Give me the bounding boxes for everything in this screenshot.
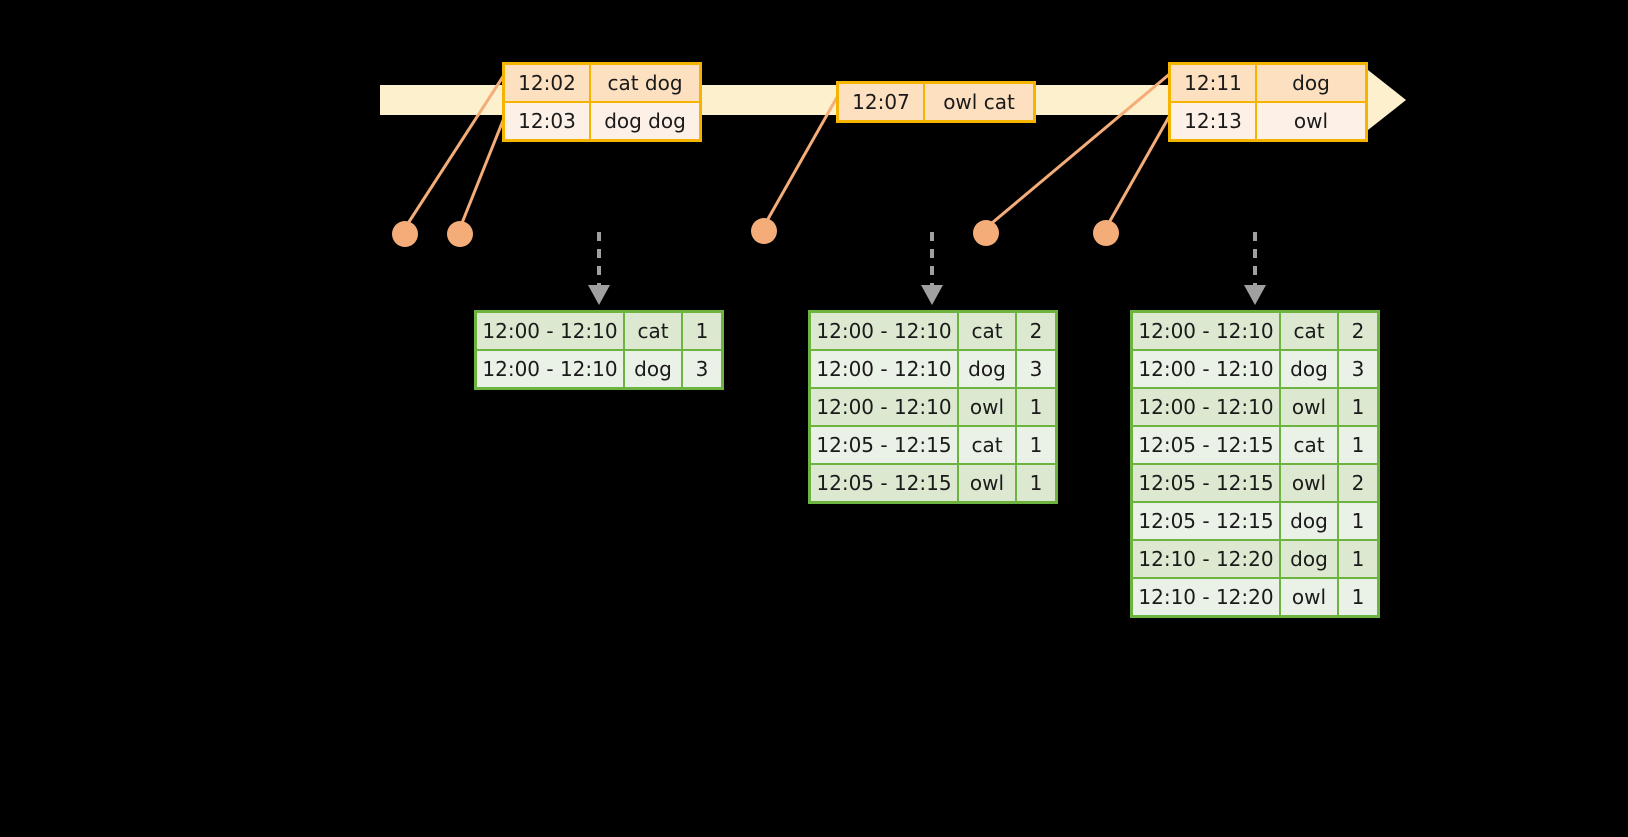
event-dot-4[interactable] — [973, 220, 999, 246]
result-key: owl — [959, 465, 1015, 501]
result-key: cat — [959, 313, 1015, 349]
result-count: 1 — [1339, 389, 1377, 425]
result-window: 12:00 - 12:10 — [477, 313, 623, 349]
result-key: owl — [1281, 465, 1337, 501]
result-key: dog — [625, 351, 681, 387]
event-row: 12:07 owl cat — [839, 84, 1033, 120]
event-value: cat dog — [591, 65, 699, 101]
event-value: dog — [1257, 65, 1365, 101]
result-count: 1 — [1017, 389, 1055, 425]
result-window: 12:05 - 12:15 — [811, 427, 957, 463]
event-group-3[interactable]: 12:11 dog 12:13 owl — [1168, 62, 1368, 142]
result-key: owl — [959, 389, 1015, 425]
timeline-arrowhead-icon — [1368, 70, 1406, 130]
result-count: 1 — [1339, 427, 1377, 463]
down-arrow-2-head-icon — [921, 285, 943, 305]
result-window: 12:10 - 12:20 — [1133, 541, 1279, 577]
event-value: owl cat — [925, 84, 1033, 120]
event-time: 12:07 — [839, 84, 923, 120]
connector-line-2 — [458, 107, 510, 229]
event-dot-3[interactable] — [751, 218, 777, 244]
event-dot-2[interactable] — [447, 221, 473, 247]
result-count: 2 — [1017, 313, 1055, 349]
result-count: 3 — [1339, 351, 1377, 387]
event-row: 12:11 dog — [1171, 65, 1365, 101]
result-window: 12:00 - 12:10 — [1133, 313, 1279, 349]
result-key: dog — [1281, 503, 1337, 539]
event-time: 12:03 — [505, 103, 589, 139]
result-window: 12:00 - 12:10 — [811, 313, 957, 349]
down-arrow-lines — [588, 232, 1266, 305]
result-window: 12:05 - 12:15 — [1133, 465, 1279, 501]
down-arrow-3-head-icon — [1244, 285, 1266, 305]
result-count: 3 — [683, 351, 721, 387]
event-group-2[interactable]: 12:07 owl cat — [836, 81, 1036, 123]
result-count: 1 — [1339, 579, 1377, 615]
event-row: 12:03 dog dog — [505, 103, 699, 139]
result-key: cat — [1281, 313, 1337, 349]
event-time: 12:02 — [505, 65, 589, 101]
result-key: cat — [959, 427, 1015, 463]
result-count: 1 — [1017, 427, 1055, 463]
result-window: 12:00 - 12:10 — [811, 389, 957, 425]
result-window: 12:05 - 12:15 — [811, 465, 957, 501]
result-key: cat — [1281, 427, 1337, 463]
event-group-1[interactable]: 12:02 cat dog 12:03 dog dog — [502, 62, 702, 142]
result-key: cat — [625, 313, 681, 349]
result-window: 12:00 - 12:10 — [1133, 389, 1279, 425]
event-time: 12:11 — [1171, 65, 1255, 101]
result-count: 2 — [1339, 313, 1377, 349]
result-key: dog — [1281, 351, 1337, 387]
event-row: 12:13 owl — [1171, 103, 1365, 139]
down-arrow-1-head-icon — [588, 285, 610, 305]
result-count: 3 — [1017, 351, 1055, 387]
event-time: 12:13 — [1171, 103, 1255, 139]
result-count: 2 — [1339, 465, 1377, 501]
result-key: dog — [959, 351, 1015, 387]
result-count: 1 — [683, 313, 721, 349]
result-window: 12:05 - 12:15 — [1133, 503, 1279, 539]
result-window: 12:10 - 12:20 — [1133, 579, 1279, 615]
result-count: 1 — [1339, 541, 1377, 577]
event-value: dog dog — [591, 103, 699, 139]
result-window: 12:00 - 12:10 — [1133, 351, 1279, 387]
result-window: 12:05 - 12:15 — [1133, 427, 1279, 463]
event-dot-1[interactable] — [392, 221, 418, 247]
result-key: owl — [1281, 579, 1337, 615]
result-window: 12:00 - 12:10 — [811, 351, 957, 387]
event-value: owl — [1257, 103, 1365, 139]
result-count: 1 — [1339, 503, 1377, 539]
result-key: owl — [1281, 389, 1337, 425]
event-row: 12:02 cat dog — [505, 65, 699, 101]
connector-line-5 — [1104, 107, 1176, 229]
event-dot-5[interactable] — [1093, 220, 1119, 246]
result-window: 12:00 - 12:10 — [477, 351, 623, 387]
result-count: 1 — [1017, 465, 1055, 501]
result-key: dog — [1281, 541, 1337, 577]
